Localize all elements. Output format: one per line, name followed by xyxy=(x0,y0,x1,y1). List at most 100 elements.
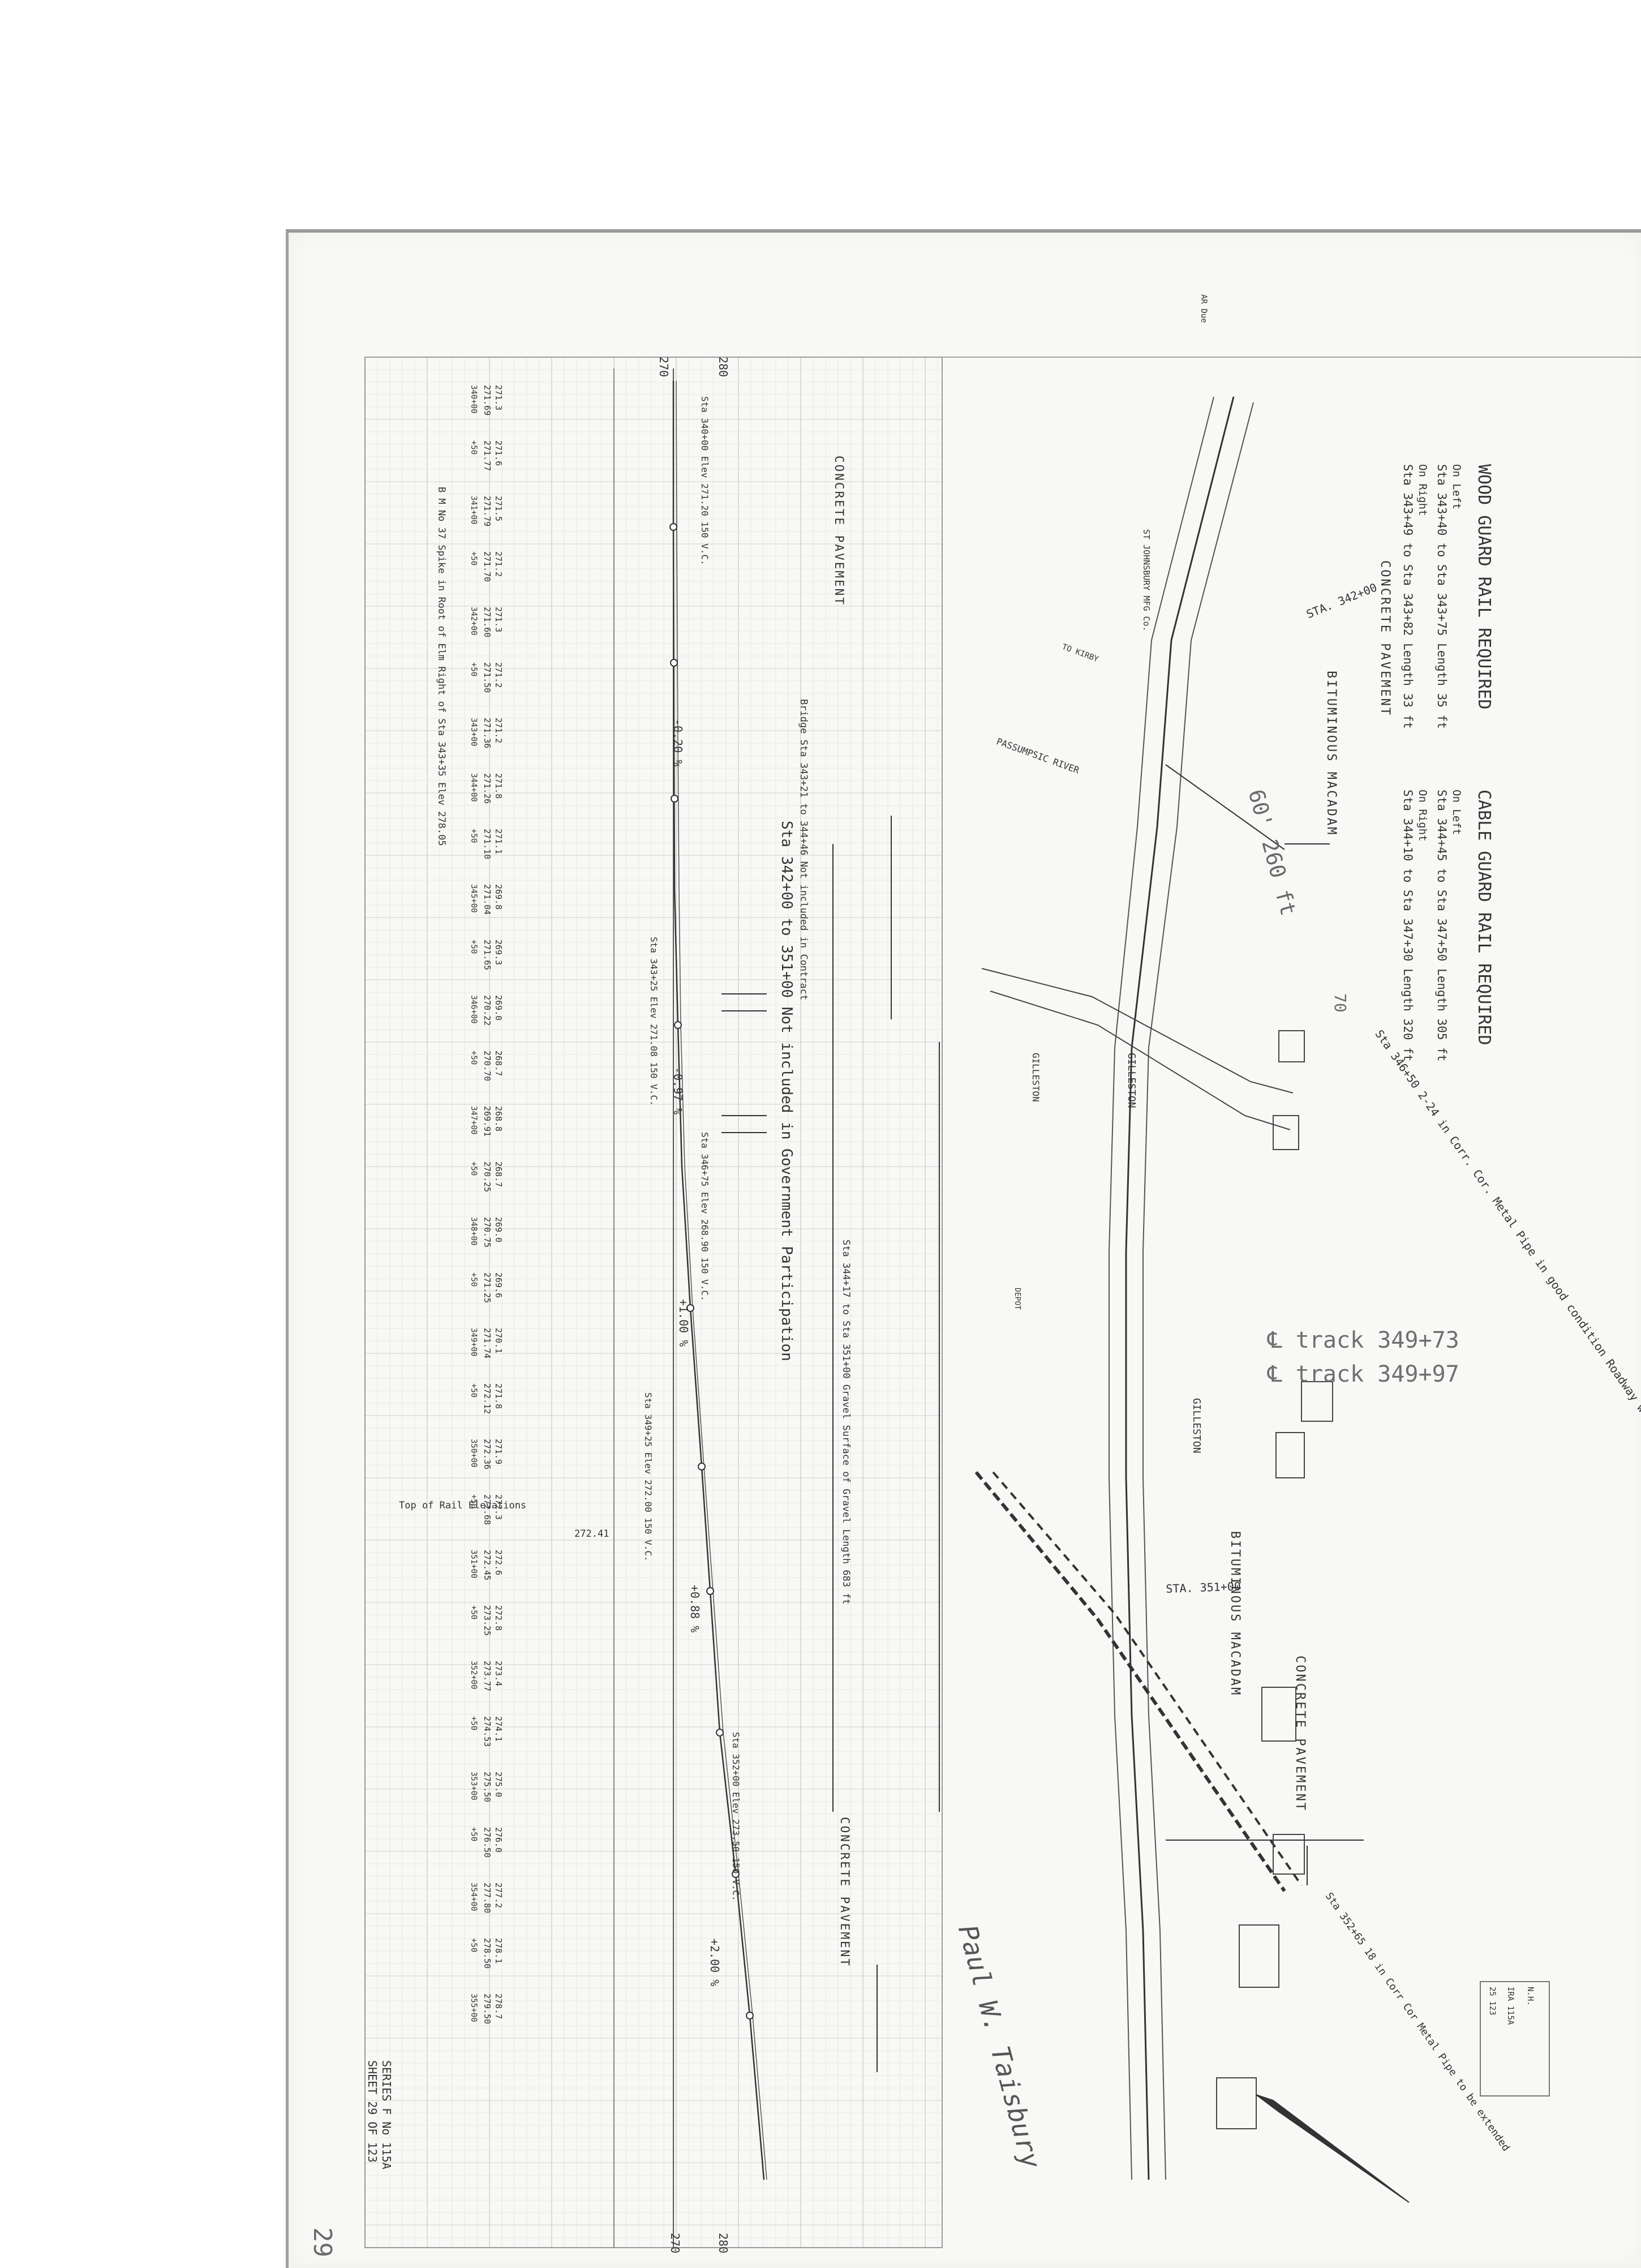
elevation-grade: 275.50 xyxy=(482,1772,492,1803)
grade-point xyxy=(674,1021,682,1029)
grade-point xyxy=(671,795,678,803)
elevation-grade: 270.70 xyxy=(482,1051,492,1082)
elevation-ground: 269.0 xyxy=(493,995,504,1021)
elevation-ground: 275.0 xyxy=(493,1772,504,1798)
cable-guard-line-2: Sta 344+45 to Sta 347+50 Length 305 ft xyxy=(1435,790,1449,1062)
station-label: +50 xyxy=(469,1827,478,1842)
station-label: 347+00 xyxy=(469,1106,478,1135)
elevation-grade: 274.53 xyxy=(482,1716,492,1747)
station-label: 348+00 xyxy=(469,1217,478,1246)
pvc-note-4: Sta 349+25 Elev 272.00 150 V.C. xyxy=(643,1392,654,1562)
grade-label-3: +1.00 % xyxy=(677,1299,690,1347)
scale-270-top: 270 xyxy=(657,357,671,378)
elevation-ground: 271.9 xyxy=(493,1439,504,1465)
ground-line xyxy=(676,380,767,2180)
grade-label-2: -0.97 % xyxy=(671,1067,685,1115)
station-label: 349+00 xyxy=(469,1328,478,1357)
elevation-grade: 271.70 xyxy=(482,551,492,582)
elevation-ground: 269.0 xyxy=(493,1217,504,1243)
scale-280-top: 280 xyxy=(716,357,730,378)
elevation-grade: 269.91 xyxy=(482,1106,492,1137)
station-label: 340+00 xyxy=(469,385,478,414)
station-label: +50 xyxy=(469,1051,478,1065)
page-number: 29 xyxy=(308,2227,337,2257)
ar-due-label: AR Due xyxy=(1199,294,1208,323)
station-label: 346+00 xyxy=(469,995,478,1024)
elevation-grade: 271.36 xyxy=(482,718,492,749)
depot-label: DEPOT xyxy=(1013,1288,1021,1310)
track-note-1: ℄ track 349+73 xyxy=(1268,1327,1459,1353)
gilleston-label-2: GILLESTON xyxy=(1030,1053,1041,1102)
top-of-rail-note: Top of Rail Elevations xyxy=(399,1500,527,1511)
pvc-note-3: Sta 346+75 Elev 268.90 150 V.C. xyxy=(699,1132,710,1301)
elevation-ground: 271.2 xyxy=(493,551,504,577)
wood-guard-rail-title: WOOD GUARD RAIL REQUIRED xyxy=(1474,464,1494,710)
elevation-grade: 273.25 xyxy=(482,1605,492,1636)
grade-point xyxy=(686,1304,694,1312)
elevation-grade: 279.50 xyxy=(482,1993,492,2025)
station-label: 352+00 xyxy=(469,1661,478,1690)
elevation-ground: 268.7 xyxy=(493,1051,504,1077)
elevation-ground: 271.6 xyxy=(493,440,504,466)
scale-280-bottom: 280 xyxy=(716,2233,730,2254)
elevation-ground: 274.1 xyxy=(493,1716,504,1742)
concrete-pavement-profile-1: CONCRETE PAVEMENT xyxy=(832,456,846,606)
station-label: +50 xyxy=(469,829,478,843)
pvc-note-2: Sta 343+25 Elev 271.08 150 V.C. xyxy=(648,937,659,1106)
elevation-ground: 278.7 xyxy=(493,1993,504,2020)
bituminous-macadam-plan-1: BITUMINOUS MACADAM xyxy=(1324,671,1338,837)
concrete-pavement-plan-2: CONCRETE PAVEMENT xyxy=(1293,1656,1307,1812)
stamp-line-2: IRA 115A xyxy=(1506,1987,1515,2025)
elevation-grade: 271.79 xyxy=(482,496,492,527)
elevation-grade: 271.04 xyxy=(482,884,492,915)
elevation-grade: 273.77 xyxy=(482,1661,492,1692)
station-label: +50 xyxy=(469,1716,478,1731)
building-outline xyxy=(1216,2077,1257,2129)
building-outline xyxy=(1273,1834,1305,1875)
elevation-ground: 271.5 xyxy=(493,496,504,522)
not-included-note: Sta 342+00 to 351+00 Not included in Gov… xyxy=(778,821,795,1361)
road-centerline xyxy=(1125,396,1235,2180)
elevation-grade: 271.10 xyxy=(482,829,492,860)
elevation-grade: 272.68 xyxy=(482,1494,492,1525)
grade-point xyxy=(732,1870,740,1878)
elevation-ground: 271.2 xyxy=(493,662,504,688)
pvc-note-5: Sta 352+00 Elev 273.50 150 V.C. xyxy=(731,1732,741,1901)
grade-label-1: -0.20 % xyxy=(671,719,685,767)
station-label: +50 xyxy=(469,1272,478,1287)
elevation-grade: 272.36 xyxy=(482,1439,492,1470)
building-outline xyxy=(1261,1687,1296,1742)
elevation-grade: 277.80 xyxy=(482,1883,492,1914)
elevation-ground: 268.7 xyxy=(493,1161,504,1187)
series-label: SERIES F No 115A xyxy=(380,2060,393,2170)
sheet-stamp-box: N.H. IRA 115A 25 123 xyxy=(1480,1981,1550,2096)
elevation-grade: 272.45 xyxy=(482,1550,492,1581)
pencil-note-2: 70 xyxy=(1331,993,1350,1013)
building-outline xyxy=(1273,1115,1299,1150)
stamp-line-1: N.H. xyxy=(1526,1987,1535,2006)
elevation-ground: 269.8 xyxy=(493,884,504,910)
station-label: 354+00 xyxy=(469,1883,478,1911)
elevation-ground: 272.3 xyxy=(493,1494,504,1520)
sta-342-line xyxy=(1165,764,1285,850)
stamp-line-3: 25 123 xyxy=(1488,1987,1497,2016)
elevation-grade: 271.60 xyxy=(482,607,492,638)
station-label: +50 xyxy=(469,662,478,677)
station-label: 344+00 xyxy=(469,773,478,802)
grade-point xyxy=(669,523,677,531)
elevation-grade: 271.26 xyxy=(482,773,492,804)
grade-line xyxy=(672,381,765,2180)
plan-drawing xyxy=(613,368,1410,2248)
elevation-ground: 271.2 xyxy=(493,718,504,744)
cable-guard-line-1: On Left xyxy=(1450,790,1463,835)
elevation-ground: 271.3 xyxy=(493,385,504,411)
bridge-note: Bridge Sta 343+21 to 344+46 Not included… xyxy=(798,699,809,1001)
grade-label-4: +0.88 % xyxy=(688,1585,702,1633)
elevation-ground: 272.8 xyxy=(493,1605,504,1631)
railroad-track xyxy=(974,1471,1286,1892)
station-label: +50 xyxy=(469,1938,478,1953)
building-outline xyxy=(1301,1381,1333,1422)
building-outline xyxy=(1275,1432,1305,1478)
elevation-ground: 269.3 xyxy=(493,940,504,966)
elevation-grade: 271.69 xyxy=(482,385,492,416)
